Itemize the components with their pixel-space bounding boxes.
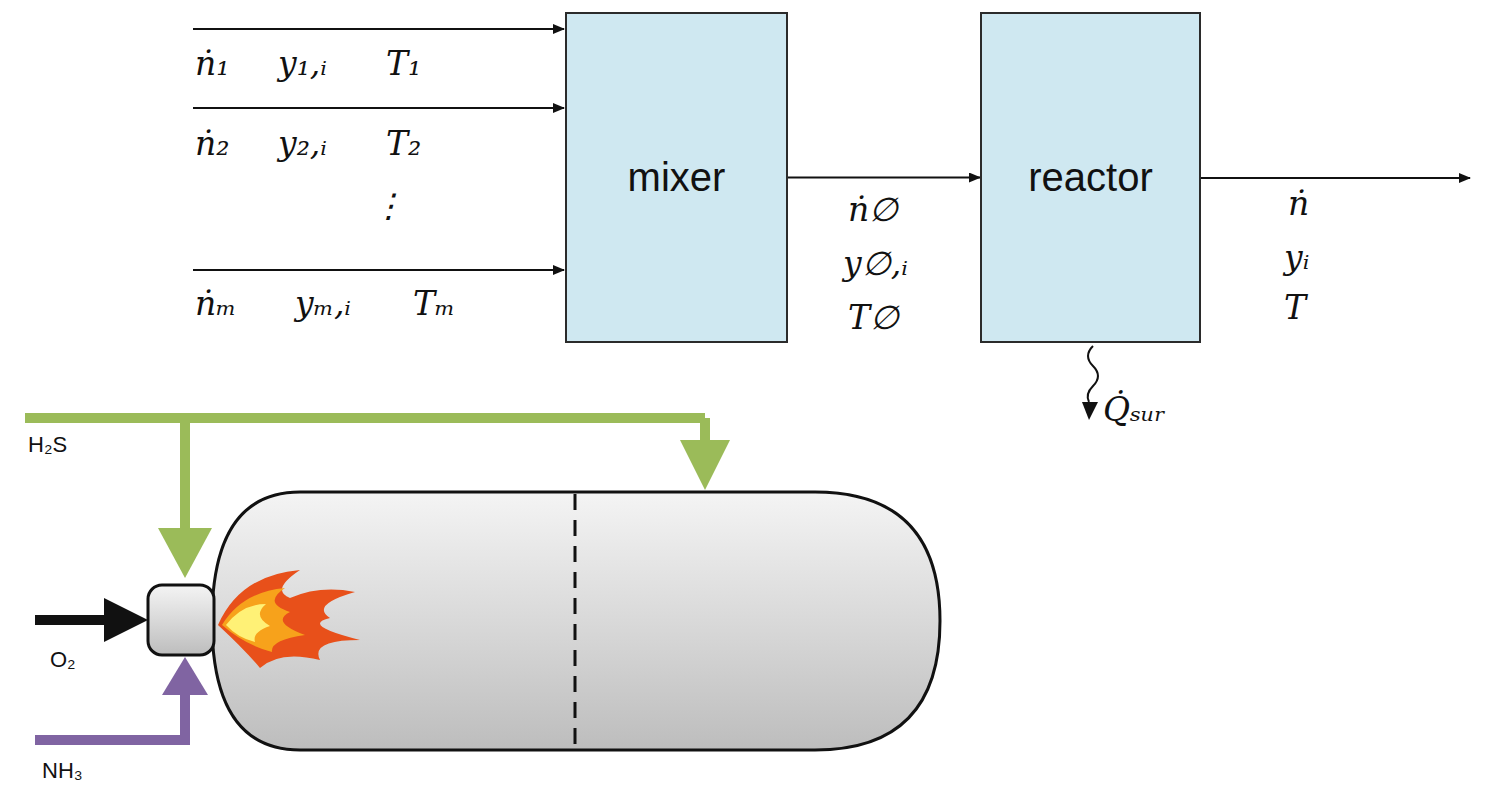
species-label: H₂S (28, 432, 67, 458)
heat-squiggle (1088, 346, 1098, 402)
flame (226, 604, 270, 642)
flame (222, 588, 305, 652)
input-stream (193, 107, 564, 109)
box-label: reactor (1018, 155, 1163, 200)
stream-variable: ṅ∅ (848, 190, 898, 229)
h2s-line (25, 413, 705, 423)
stream-variable: y₂,ᵢ (278, 124, 327, 163)
h2s-arrowhead (680, 440, 730, 490)
stream-variable: Tₘ (413, 284, 455, 323)
stream-connector (788, 177, 980, 179)
stream-variable: ṅ (1288, 184, 1309, 223)
box-label: mixer (618, 155, 736, 200)
stream-variable: y∅,ᵢ (843, 244, 908, 283)
stream-variable: T₁ (386, 44, 421, 83)
stream-variable: ṅₘ (195, 284, 237, 323)
nh3-arrowhead (162, 657, 208, 695)
zone-divider (574, 494, 577, 748)
stream-variable: y₁,ᵢ (278, 44, 327, 83)
species-label: O₂ (50, 647, 76, 673)
o2-line (35, 615, 110, 625)
stream-variable: Q̇ₛᵤᵣ (1103, 390, 1166, 429)
species-label: NH₃ (42, 758, 83, 784)
flame (218, 570, 360, 668)
heat-arrowhead (1082, 402, 1098, 420)
stream-variable: T (1284, 288, 1306, 327)
output-stream (1201, 177, 1470, 179)
stream-variable: yᵢ (1284, 238, 1309, 277)
stream-variable: ṅ₂ (195, 124, 229, 163)
process-box: reactor (980, 12, 1201, 343)
stream-variable: yₘ,ᵢ (295, 284, 351, 323)
h2s-arrowhead (158, 528, 212, 578)
stream-variable: T∅ (848, 298, 899, 337)
furnace-vessel (212, 492, 940, 750)
o2-arrowhead (104, 598, 148, 642)
process-box: mixer (565, 12, 788, 343)
stream-variable: T₂ (386, 124, 421, 163)
nh3-line (35, 690, 185, 740)
h2s-branch (180, 418, 190, 530)
input-stream (193, 269, 564, 271)
burner (148, 585, 214, 655)
stream-variable: ṅ₁ (195, 44, 229, 83)
input-stream (193, 28, 564, 30)
stream-variable: ⋮ (372, 186, 405, 225)
